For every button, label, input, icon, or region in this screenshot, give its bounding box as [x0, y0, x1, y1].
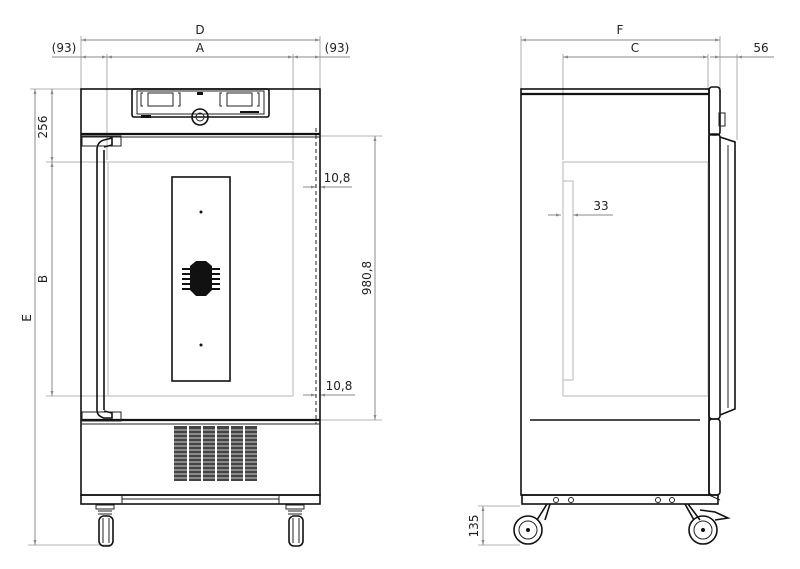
caster-front-brake-icon: [684, 503, 731, 545]
dimension-bottom-gap: 10,8: [303, 379, 355, 397]
dimension-33: 33: [548, 199, 613, 217]
front-view: D A (93) (93) 256 B E: [20, 23, 382, 547]
dimension-e: E: [20, 89, 37, 545]
door-handle: [81, 135, 122, 422]
interior-outline: [107, 161, 294, 397]
dimension-256: 256: [36, 89, 54, 162]
caster-rear-icon: [513, 503, 551, 545]
control-knob-icon: [191, 108, 209, 126]
label-56: 56: [753, 41, 768, 55]
door-side-profile: [708, 86, 736, 501]
base-frame: [80, 494, 321, 505]
label-135: 135: [467, 515, 481, 538]
dimension-d: D: [81, 23, 320, 42]
dimension-b: B: [36, 162, 54, 396]
label-d: D: [195, 23, 204, 37]
dimension-135: 135: [467, 506, 485, 545]
dimension-980-8: 980,8: [360, 136, 377, 420]
label-c: C: [631, 41, 639, 55]
side-view: F C 56 33: [467, 23, 774, 546]
fan-grille-icon: [182, 261, 220, 296]
dimension-56: 56: [720, 41, 774, 59]
dimension-c: C: [563, 41, 720, 59]
label-256: 256: [36, 116, 50, 139]
label-e: E: [20, 314, 34, 322]
label-right-93: (93): [325, 41, 350, 55]
control-panel: [131, 88, 270, 126]
label-f: F: [617, 23, 624, 37]
label-top-10-8: 10,8: [324, 171, 351, 185]
label-a: A: [196, 41, 205, 55]
label-980-8: 980,8: [360, 261, 374, 295]
cabinet-side-outline: [520, 88, 710, 496]
label-b: B: [36, 275, 50, 283]
caster-front-right: [285, 504, 305, 547]
dimension-f: F: [521, 23, 720, 42]
fan-plate: [171, 176, 231, 382]
label-33: 33: [593, 199, 608, 213]
side-base-frame: [521, 494, 719, 505]
label-left-93: (93): [52, 41, 77, 55]
dimension-a: A (93) (93): [52, 41, 350, 59]
dimension-top-gap: 10,8: [303, 171, 352, 189]
label-bottom-10-8: 10,8: [326, 379, 353, 393]
vent-grille: [174, 426, 257, 481]
caster-front-left: [95, 504, 115, 547]
side-interior-outline: [562, 161, 709, 397]
